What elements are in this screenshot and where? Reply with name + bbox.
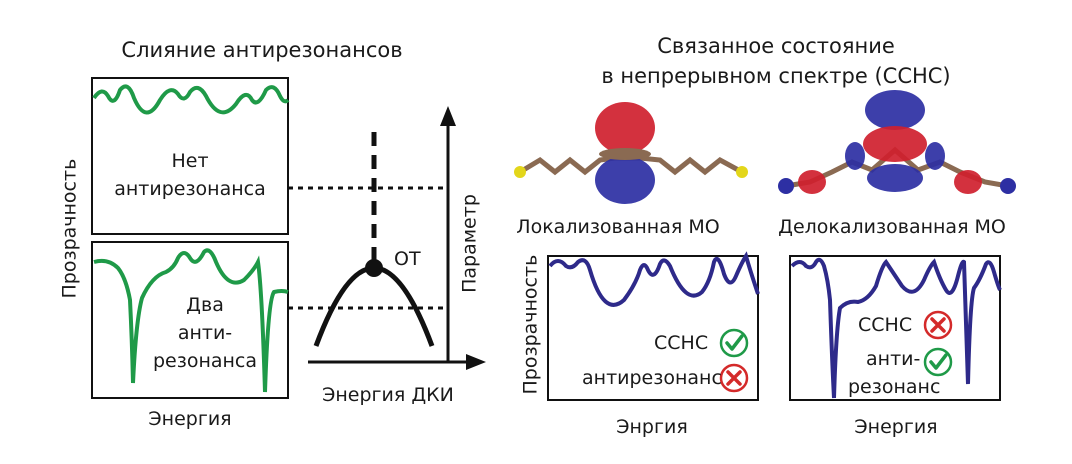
left-x-axis-label: Энергия bbox=[148, 408, 232, 430]
left-title: Слияние антирезонансов bbox=[121, 38, 403, 62]
right-bic-label: ССНС bbox=[858, 314, 913, 336]
right-right-x-axis-label: Энергия bbox=[854, 416, 938, 438]
delocalized-mo-label: Делокализованная МО bbox=[778, 216, 1006, 238]
check-icon bbox=[923, 347, 953, 377]
param-axis-arrow bbox=[440, 106, 456, 126]
left-y-axis-label: Прозрачность bbox=[58, 158, 81, 299]
right-title-line2: в непрерывном спектре (ССНС) bbox=[601, 64, 951, 88]
right-left-x-axis-label: Энргия bbox=[616, 416, 688, 438]
left-antiresonance-label: антирезонанс bbox=[582, 367, 722, 389]
bottom-box-text-line1: Два bbox=[186, 294, 224, 316]
transition-point bbox=[365, 259, 383, 277]
right-antiresonance-line1: анти- bbox=[866, 348, 921, 370]
top-box-text-line2: антирезонанса bbox=[114, 178, 266, 200]
bottom-green-curve bbox=[93, 248, 289, 393]
right-left-box bbox=[547, 255, 759, 401]
transition-point-label: ОТ bbox=[394, 248, 421, 270]
right-title-line1: Связанное состояние bbox=[657, 34, 895, 58]
right-y-axis-label: Прозрачность bbox=[519, 254, 542, 395]
merging-parabola bbox=[313, 265, 435, 347]
localized-mo-molecule bbox=[514, 102, 748, 204]
left-bic-label: ССНС bbox=[654, 332, 709, 354]
bottom-box-text-line3: резонанса bbox=[152, 350, 258, 372]
check-icon bbox=[719, 328, 749, 358]
cross-icon bbox=[923, 310, 953, 340]
bottom-box-text-line2: анти- bbox=[177, 322, 233, 344]
cross-icon bbox=[719, 363, 749, 393]
delocalized-mo-molecule bbox=[778, 90, 1016, 194]
right-right-box bbox=[789, 255, 1001, 401]
top-transmission-box bbox=[91, 77, 289, 235]
right-left-blue-curve bbox=[548, 251, 760, 307]
localized-mo-label: Локализованная МО bbox=[516, 216, 720, 238]
top-green-curve bbox=[92, 84, 290, 115]
top-box-text-line1: Нет bbox=[171, 150, 209, 172]
right-right-blue-curve bbox=[790, 257, 1002, 399]
param-axis-label: Параметр bbox=[458, 194, 481, 293]
bottom-transmission-box bbox=[91, 241, 289, 399]
energy-axis-arrow bbox=[466, 354, 486, 370]
right-antiresonance-line2: резонанс bbox=[848, 376, 941, 398]
dki-energy-label: Энергия ДКИ bbox=[322, 384, 454, 406]
